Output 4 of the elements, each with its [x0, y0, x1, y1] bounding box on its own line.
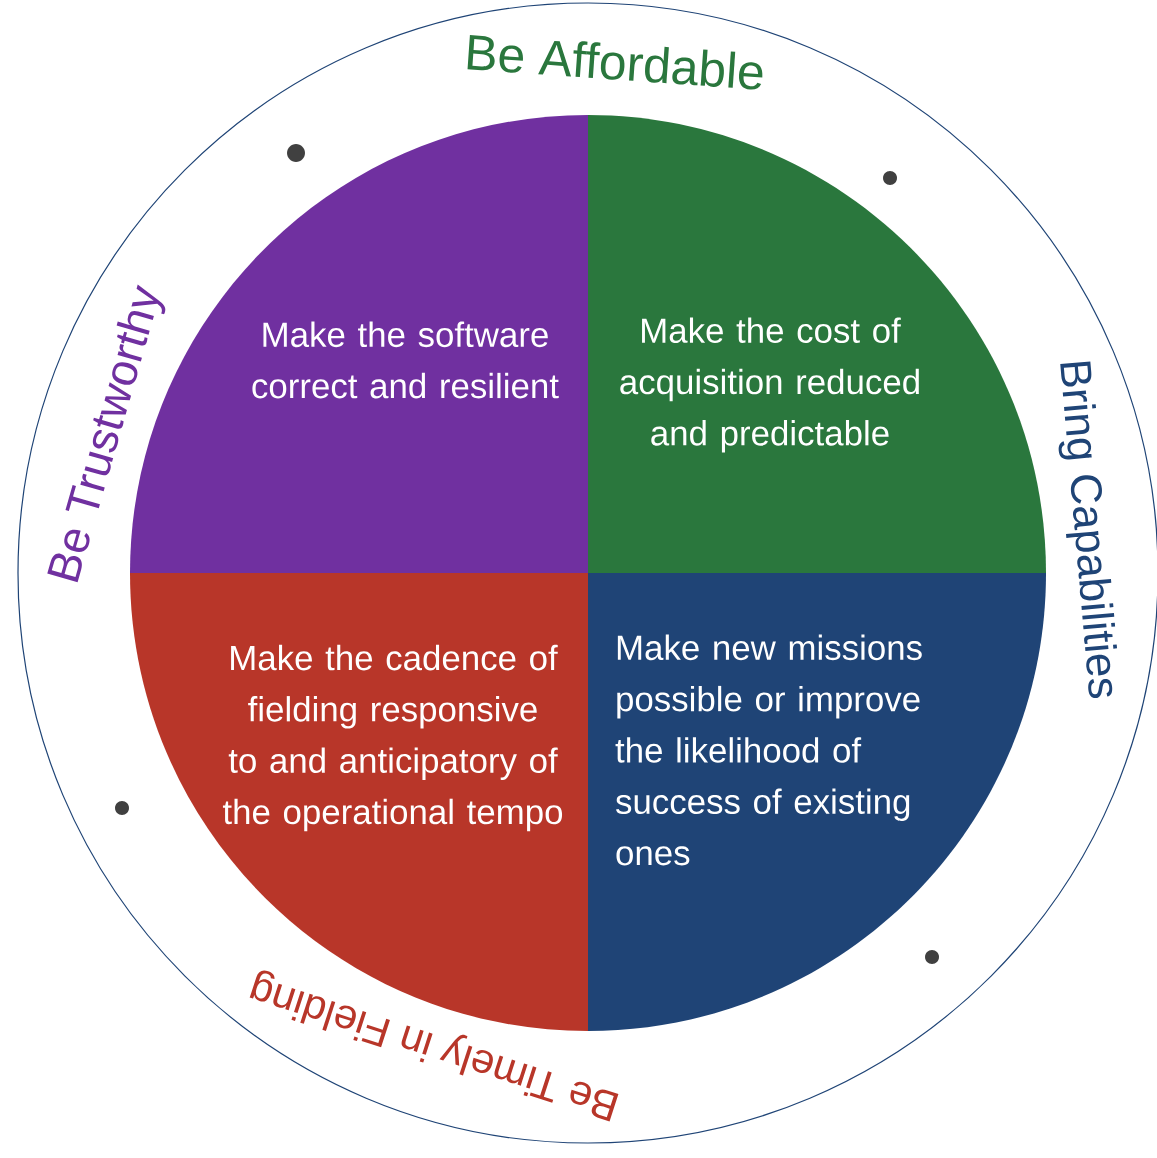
quadrant: Make the cost of acquisition reduced and predictable — [588, 115, 1046, 573]
ring-label: Bring Capabilities — [1058, 361, 1118, 699]
ring-label: Be Affordable — [467, 35, 763, 90]
quadrant: Make new missions possible or improve the likelihood of success of existing ones — [588, 573, 1046, 1031]
